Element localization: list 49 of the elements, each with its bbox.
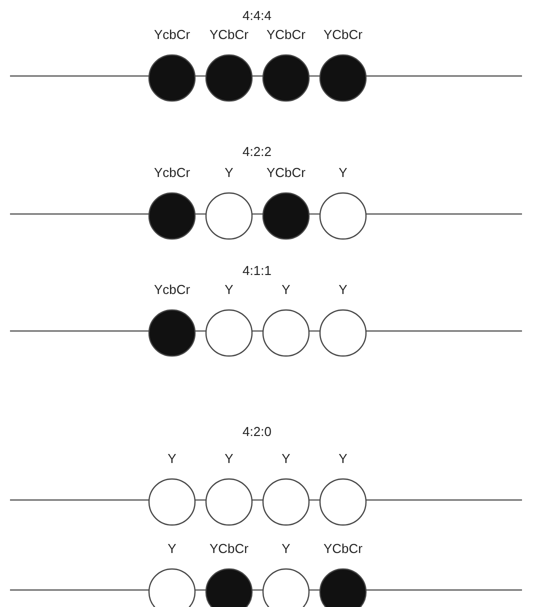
sample-label: YCbCr <box>322 541 364 557</box>
line <box>195 213 206 215</box>
line <box>252 213 263 215</box>
sample-label: YCbCr <box>265 165 306 181</box>
sampling-ratio-heading: 4:4:4 <box>242 8 272 24</box>
line <box>252 589 263 591</box>
line <box>366 330 522 332</box>
line <box>195 589 206 591</box>
line <box>252 75 263 77</box>
line <box>309 589 320 591</box>
sample-label: Y <box>224 451 234 467</box>
sample-label: Y <box>224 165 234 181</box>
sample-label: Y <box>338 282 348 298</box>
line <box>252 330 263 332</box>
sample-label: Y <box>338 451 348 467</box>
line <box>10 589 149 591</box>
line <box>10 213 149 215</box>
line <box>10 330 149 332</box>
sample-label: Y <box>166 541 178 557</box>
sampling-ratio-heading: 4:2:0 <box>242 424 272 440</box>
line <box>366 499 522 501</box>
sample-label: YCbCr <box>265 27 306 43</box>
sampling-ratio-heading: 4:1:1 <box>242 263 272 279</box>
line <box>195 330 206 332</box>
sample-label: Y <box>280 451 292 467</box>
sample-label: Y <box>166 451 178 467</box>
line <box>309 330 320 332</box>
sample-label: YcbCr <box>152 282 192 298</box>
sample-label: Y <box>224 282 234 298</box>
sample-label: YCbCr <box>322 27 364 43</box>
line <box>10 499 149 501</box>
line <box>195 499 206 501</box>
line <box>10 75 149 77</box>
sample-label: YCbCr <box>208 27 250 43</box>
line <box>309 499 320 501</box>
line <box>252 499 263 501</box>
sample-label: YcbCr <box>152 165 192 181</box>
sample-label: Y <box>280 541 292 557</box>
line <box>309 75 320 77</box>
sample-label: YcbCr <box>152 27 192 43</box>
line <box>195 75 206 77</box>
line <box>366 75 522 77</box>
sample-label: Y <box>280 282 292 298</box>
line <box>366 589 522 591</box>
sample-label: YCbCr <box>208 541 250 557</box>
sample-label: Y <box>338 165 348 181</box>
sampling-ratio-heading: 4:2:2 <box>242 144 272 160</box>
line <box>366 213 522 215</box>
line <box>309 213 320 215</box>
